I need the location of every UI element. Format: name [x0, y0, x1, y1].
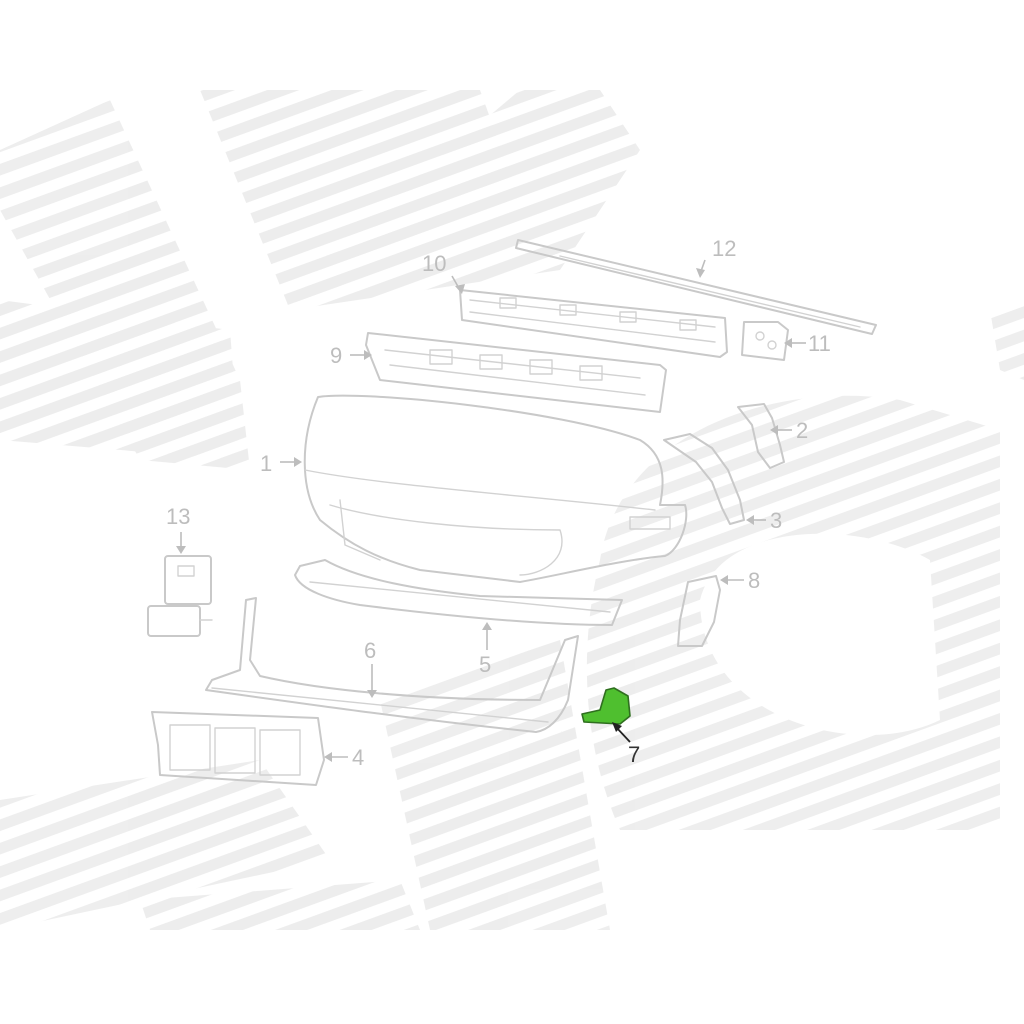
callout-11: 11	[808, 331, 831, 356]
callout-4: 4	[352, 745, 364, 770]
part-11-bracket[interactable]	[741, 321, 789, 361]
part-2-bracket[interactable]	[737, 403, 785, 469]
part-1-bumper-cover[interactable]	[303, 394, 688, 583]
part-10-reinforcement-bar[interactable]	[459, 289, 728, 358]
callout-3: 3	[770, 508, 782, 533]
watermark	[0, 90, 1024, 930]
callout-12: 12	[712, 236, 736, 261]
part-5-lower-lip[interactable]	[294, 559, 623, 626]
callout-8: 8	[748, 568, 760, 593]
callout-2: 2	[796, 418, 808, 443]
callout-10: 10	[422, 251, 446, 276]
callout-9: 9	[330, 343, 342, 368]
part-4-carrier[interactable]	[151, 711, 325, 786]
leader-lines	[176, 259, 806, 762]
part-8-side-piece[interactable]	[677, 575, 721, 647]
callout-5: 5	[479, 652, 491, 677]
callout-labels: 1 2 3 4 5 6 7 8 9 10 11 12 13	[166, 236, 831, 770]
callout-1: 1	[260, 451, 272, 476]
part-7-shape	[581, 687, 631, 725]
part-7-highlighted-bracket[interactable]	[581, 687, 631, 725]
leader-line-7	[612, 722, 631, 743]
callout-13: 13	[166, 504, 190, 529]
part-12-upper-strip[interactable]	[515, 239, 877, 335]
part-9-grille[interactable]	[365, 332, 667, 413]
callout-6: 6	[364, 638, 376, 663]
part-6-lower-support[interactable]	[205, 597, 579, 733]
part-3-bracket[interactable]	[663, 433, 745, 525]
part-13-sensor[interactable]	[147, 555, 213, 637]
callout-7: 7	[628, 742, 640, 767]
